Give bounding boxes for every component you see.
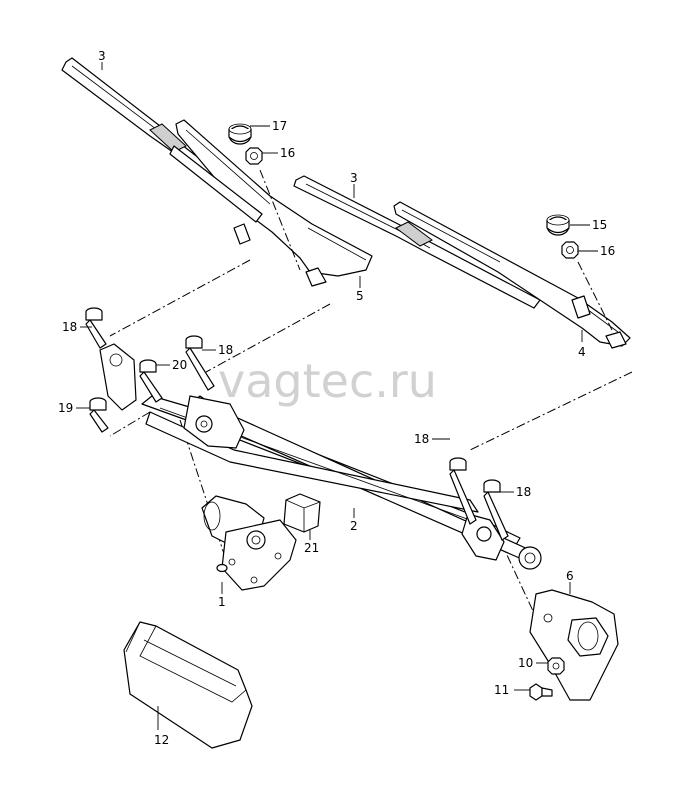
callout-21: 21	[304, 541, 319, 555]
callout-20: 20	[172, 358, 187, 372]
callout-16-left: 16	[280, 146, 295, 160]
callout-2: 2	[350, 519, 358, 533]
rubber-damper-21	[283, 493, 321, 533]
callout-6: 12	[154, 733, 169, 747]
wiper-blade-right	[293, 175, 541, 309]
callouts: 3 17 16 3 15 16 5 18 4 18 20 19 18 18 2 …	[58, 49, 615, 747]
cap-15	[546, 214, 570, 236]
nut-16-right	[561, 241, 579, 259]
nut-16-left	[245, 147, 263, 165]
callout-10: 6	[566, 569, 574, 583]
callout-17: 17	[272, 119, 287, 133]
callout-18-a: 18	[62, 320, 77, 334]
callout-5: 5	[356, 289, 364, 303]
wiper-linkage-frame	[99, 343, 542, 570]
watermark: vagtec.ru	[218, 354, 437, 408]
cap-17	[228, 123, 252, 145]
leader-lines	[76, 62, 598, 730]
wiper-arm-right	[393, 201, 631, 349]
bolt-20	[139, 359, 163, 403]
bolt-18-left-a	[85, 307, 107, 349]
callout-3-left: 3	[98, 49, 106, 63]
bolt-18-right-a	[449, 457, 477, 525]
callout-4: 4	[578, 345, 586, 359]
bolt-19	[89, 397, 109, 433]
bolt-12	[529, 683, 553, 701]
callout-19: 19	[58, 401, 73, 415]
callout-18-b: 18	[218, 343, 233, 357]
callout-16-right: 16	[600, 244, 615, 258]
bracket-10	[529, 589, 619, 701]
bolt-18-left-b	[185, 335, 215, 391]
bolt-18-right-b	[483, 479, 509, 541]
callout-18-c: 18	[414, 432, 429, 446]
nut-11	[547, 657, 565, 675]
callout-18-d: 18	[516, 485, 531, 499]
callout-1: 1	[218, 595, 226, 609]
wiper-arm-left	[169, 119, 373, 287]
cowl-cover-6	[123, 621, 253, 749]
wiper-motor	[201, 495, 297, 591]
callout-11: 10	[518, 656, 533, 670]
callout-12: 11	[494, 683, 509, 697]
callout-3-right: 3	[350, 171, 358, 185]
callout-15: 15	[592, 218, 607, 232]
